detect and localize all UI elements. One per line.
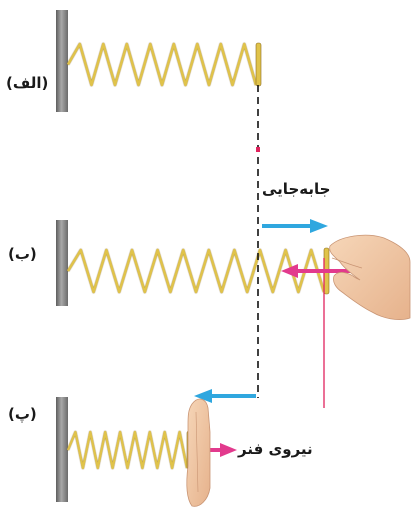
spring-compressed bbox=[66, 430, 193, 470]
hand-pinch-icon bbox=[329, 234, 411, 320]
panel-a-label: (الف) bbox=[6, 74, 49, 92]
hand-push-icon bbox=[186, 398, 211, 507]
displacement-label: جابه‌جایی bbox=[262, 180, 331, 198]
panel-b-label: (ب) bbox=[8, 245, 37, 263]
wall-icon bbox=[56, 10, 68, 112]
wall-icon bbox=[56, 397, 68, 502]
reference-mark bbox=[256, 147, 260, 152]
wall-icon bbox=[56, 220, 68, 306]
panel-c-label: (پ) bbox=[8, 405, 37, 423]
return-displacement-arrow bbox=[194, 389, 256, 403]
spring-relaxed bbox=[66, 42, 262, 87]
displacement-arrow bbox=[262, 219, 328, 233]
spring-force-label: نیروی فنر bbox=[238, 440, 313, 458]
